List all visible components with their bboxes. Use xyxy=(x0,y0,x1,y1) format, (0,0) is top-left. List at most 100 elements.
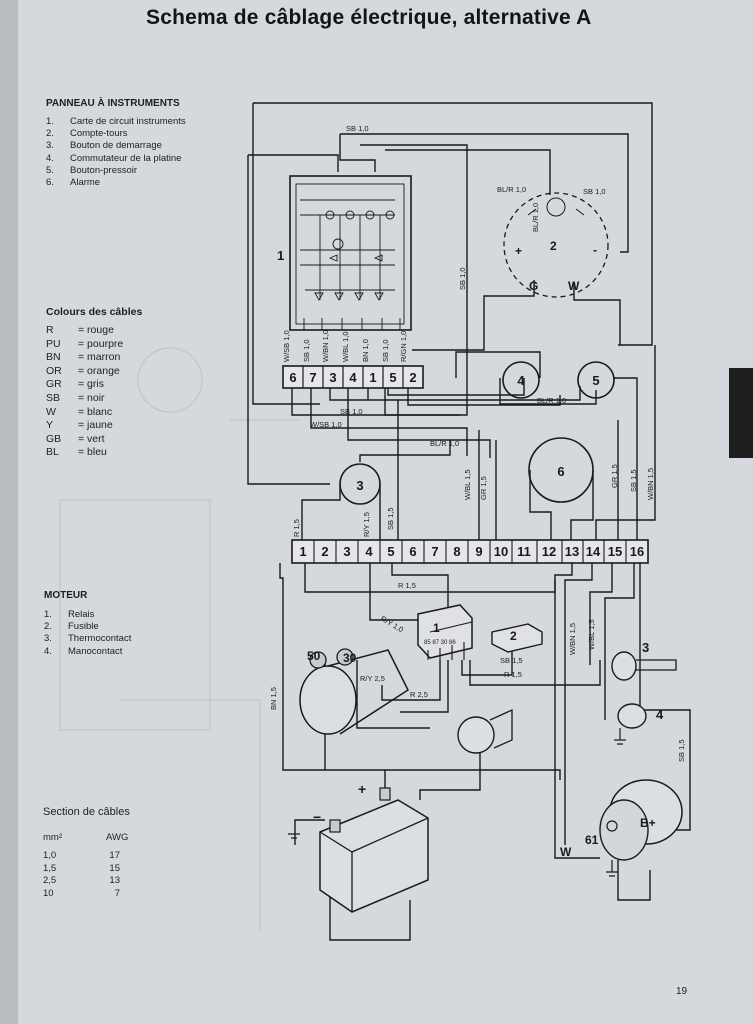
battery xyxy=(288,787,429,913)
wire-label: SB 1,5 xyxy=(386,507,395,530)
panel-pin: 5 xyxy=(389,370,396,385)
terminal-number: 5 xyxy=(387,544,394,559)
terminal-number: 7 xyxy=(431,544,438,559)
tacho-number: 2 xyxy=(550,239,557,253)
colour-row: OR= orange xyxy=(46,364,120,377)
terminal-strip xyxy=(291,539,649,564)
terminal-number: 12 xyxy=(542,544,556,559)
wire-label: W/SB 1,0 xyxy=(282,330,291,362)
wire-label: GR 1,5 xyxy=(610,464,619,488)
push-button xyxy=(577,361,615,399)
moteur-list: 1.Relais 2.Fusible 3.Thermocontact 4.Man… xyxy=(44,609,131,658)
wire-label: R/Y 2,5 xyxy=(360,674,385,683)
terminal-number: 4 xyxy=(365,544,373,559)
cable-section-mm2-column: mm² 1,0 1,5 2,5 10 xyxy=(43,832,62,900)
panel-pin: 1 xyxy=(369,370,376,385)
cable-section-heading: Section de câbles xyxy=(43,806,130,818)
cable-section-awg-column: AWG 17 15 13 7 xyxy=(106,832,129,900)
wire-label: W/BL 1,0 xyxy=(341,331,350,362)
wire-label: R/Y 1,5 xyxy=(362,512,371,537)
starter-terminal-50: 50 xyxy=(307,649,321,663)
start-button-number: 3 xyxy=(356,478,363,493)
column-header: AWG xyxy=(106,832,129,843)
colour-row: SB= noir xyxy=(46,391,105,404)
list-item: 1.Relais xyxy=(44,609,95,620)
panel-pin: 4 xyxy=(349,370,357,385)
terminal-number: 16 xyxy=(630,544,644,559)
panel-pin: 7 xyxy=(309,370,316,385)
tacho-g-terminal: G xyxy=(529,279,538,293)
list-item: 1.Carte de circuit instruments xyxy=(46,116,186,127)
wire-label: R 2,5 xyxy=(410,690,428,699)
wire-label: SB 1,0 xyxy=(346,124,369,133)
table-cell: 15 xyxy=(109,862,120,874)
page-number: 19 xyxy=(676,986,688,997)
alarm xyxy=(528,437,594,503)
terminal-number: 1 xyxy=(299,544,306,559)
colour-row: W= blanc xyxy=(46,405,113,418)
panel-pin: 3 xyxy=(329,370,336,385)
wire-label: W/BN 1,5 xyxy=(568,623,577,655)
list-item: 4.Commutateur de la platine xyxy=(46,152,182,164)
terminal-number: 11 xyxy=(517,544,531,559)
wire-label: R 1,5 xyxy=(504,670,522,679)
list-item: 5.Bouton-pressoir xyxy=(46,164,138,176)
page-title: Schema de câblage électrique, alternativ… xyxy=(146,6,592,29)
wire-label: SB 1,0 xyxy=(458,267,467,290)
alternator-bplus-terminal: B+ xyxy=(640,816,656,830)
fuse-number: 2 xyxy=(510,629,517,643)
page-spine xyxy=(0,0,18,1024)
starter-motor xyxy=(299,648,409,735)
solenoid-valve xyxy=(457,708,513,754)
panneau-list: 1.Carte de circuit instruments 2.Compte-… xyxy=(46,116,186,189)
colour-row: BN= marron xyxy=(46,351,121,364)
column-header: mm² xyxy=(43,832,62,843)
thermocontact xyxy=(611,651,677,681)
show-through-ghost xyxy=(59,347,300,930)
wire-label: W/SB 1,0 xyxy=(310,420,342,429)
relay-pin-labels: 85 87 30 86 xyxy=(424,640,456,646)
terminal-number: 3 xyxy=(343,544,350,559)
table-cell: 10 xyxy=(43,887,54,899)
terminal-number: 10 xyxy=(494,544,508,559)
wire-label: SB 1,5 xyxy=(629,469,638,492)
manocontact xyxy=(614,703,647,745)
colour-row: R= rouge xyxy=(46,324,114,336)
terminal-number: 15 xyxy=(608,544,622,559)
switch-number: 4 xyxy=(517,373,525,388)
start-button xyxy=(339,463,381,505)
colours-list: R= rouge PU= pourpre BN= marron OR= oran… xyxy=(46,324,123,460)
wire-label: SB 1,0 xyxy=(302,339,311,362)
table-cell: 1,5 xyxy=(43,862,57,874)
moteur-heading: MOTEUR xyxy=(44,590,88,601)
wire-label: W/BL 1,5 xyxy=(587,619,596,650)
wire-label: R 1,5 xyxy=(292,519,301,537)
wire-label: BL/R 1,0 xyxy=(531,203,540,232)
list-item: 4.Manocontact xyxy=(44,645,123,657)
wire-label: R 1,5 xyxy=(398,581,416,590)
list-item: 3.Bouton de demarrage xyxy=(46,140,162,152)
table-cell: 13 xyxy=(109,875,120,887)
table-cell: 1,0 xyxy=(43,850,57,862)
battery-plus-sign: + xyxy=(358,781,366,797)
wire-label: W/BN 1,0 xyxy=(321,330,330,362)
panneau-heading: PANNEAU À INSTRUMENTS xyxy=(46,98,180,109)
tacho-plus-terminal: + xyxy=(515,244,522,258)
terminal-number: 6 xyxy=(409,544,416,559)
terminal-number: 9 xyxy=(475,544,482,559)
alternator xyxy=(599,779,683,877)
wire-label: SB 1,0 xyxy=(381,339,390,362)
wire-label: GR 1,5 xyxy=(479,476,488,500)
tacho-minus-terminal: - xyxy=(593,243,597,257)
section-tab-marker xyxy=(729,368,753,458)
alternator-61-terminal: 61 xyxy=(585,833,599,847)
alternator-w-terminal: W xyxy=(560,845,572,859)
table-cell: 7 xyxy=(114,887,120,899)
instrument-circuit-board xyxy=(289,175,412,331)
tacho-w-terminal: W xyxy=(568,279,580,293)
terminal-number: 14 xyxy=(586,544,601,559)
table-cell: 2,5 xyxy=(43,875,57,887)
colour-row: BL= bleu xyxy=(46,446,107,459)
